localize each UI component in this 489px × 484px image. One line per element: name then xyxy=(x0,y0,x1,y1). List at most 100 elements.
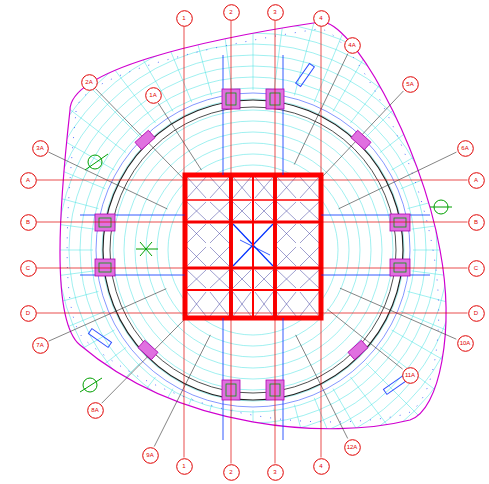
axis-bubble: 10A xyxy=(457,335,474,352)
axis-bubble: 7A xyxy=(32,337,49,354)
radial-axis xyxy=(102,318,187,404)
core-cross xyxy=(210,270,229,288)
hatch-rib xyxy=(23,347,126,426)
edge-dots xyxy=(67,29,439,422)
blue-beams xyxy=(80,55,430,440)
core-cross xyxy=(187,202,206,220)
slab-edge xyxy=(60,22,446,429)
axis-bubble: C xyxy=(20,260,37,277)
hatch-rib xyxy=(253,0,254,90)
axis-bubble: 1 xyxy=(176,458,193,475)
bubble-circle xyxy=(402,76,418,92)
core-cross xyxy=(255,202,273,220)
axis-label: 1 xyxy=(176,458,193,475)
axis-bubble: 3 xyxy=(267,4,284,21)
grid-axis-line xyxy=(37,222,468,223)
hatch-rib xyxy=(380,347,483,426)
hatch-rib xyxy=(108,0,173,111)
axis-bubble: 2 xyxy=(223,464,240,481)
grid-axis-line xyxy=(37,180,468,181)
axis-bubble: 4A xyxy=(344,37,361,54)
hatch-rib xyxy=(0,139,105,189)
hatch-arc xyxy=(14,11,489,484)
hatch-rib xyxy=(350,20,429,123)
hatch-arc xyxy=(124,121,382,379)
axis-line xyxy=(37,180,468,181)
radial-axis xyxy=(154,335,210,447)
bubble-circle xyxy=(142,447,158,463)
axis-label: 2A xyxy=(81,74,98,91)
hatch-arc xyxy=(146,143,360,357)
core-cross xyxy=(187,270,206,288)
core-ground xyxy=(185,175,321,318)
core-cross xyxy=(233,292,251,316)
axis-bubble: 4 xyxy=(313,458,330,475)
radial-axis xyxy=(96,89,187,182)
axis-label: D xyxy=(20,305,37,322)
core-cross xyxy=(300,224,319,243)
axis-line xyxy=(37,313,468,314)
hatch-rib xyxy=(392,330,489,395)
core-cross xyxy=(210,247,229,266)
hatch-rib xyxy=(48,45,140,137)
core-cross xyxy=(210,224,229,243)
axis-bubble: 8A xyxy=(87,402,104,419)
axis-bubble: B xyxy=(20,214,37,231)
core-cross xyxy=(233,292,251,316)
axis-label: C xyxy=(468,260,485,277)
grid-axis-line xyxy=(231,21,232,464)
bubble-circle xyxy=(81,74,97,90)
hatch-arc xyxy=(25,22,481,478)
axis-label: 2 xyxy=(223,4,240,21)
core-cross xyxy=(300,224,319,243)
hatch-arc xyxy=(135,132,371,368)
core-cross xyxy=(187,202,206,220)
hatch-arc xyxy=(36,33,470,467)
grid-axis-line xyxy=(184,27,185,458)
core-cross xyxy=(300,202,319,220)
core-cross xyxy=(277,292,296,316)
axis-label: D xyxy=(468,305,485,322)
bubble-circle xyxy=(20,214,36,230)
hatch-arc xyxy=(113,110,393,390)
core-cross xyxy=(210,292,229,316)
axis-label: C xyxy=(20,260,37,277)
axis-line xyxy=(321,27,322,458)
bubble-circle xyxy=(457,335,473,351)
hatch-rib xyxy=(401,139,489,189)
column-cores xyxy=(99,93,406,396)
axis-label: A xyxy=(20,172,37,189)
radial-axis xyxy=(340,288,456,339)
axis-bubble: 3A xyxy=(32,140,49,157)
core-cross xyxy=(210,224,229,243)
core-cross xyxy=(300,292,319,316)
hatch-rib xyxy=(0,291,98,325)
ring-beams xyxy=(96,93,410,407)
core-walls xyxy=(185,175,321,318)
axis-bubble: D xyxy=(468,305,485,322)
bubble-circle xyxy=(468,172,484,188)
hatch-arc xyxy=(102,99,404,401)
core-cross xyxy=(277,202,296,220)
bubble-circle xyxy=(344,37,360,53)
axis-bubble: 12A xyxy=(344,439,361,456)
core-cross xyxy=(210,202,229,220)
hatch-rib xyxy=(2,105,115,170)
axis-label: A xyxy=(468,172,485,189)
radial-axis xyxy=(318,91,403,181)
axis-label: 3 xyxy=(267,464,284,481)
core-cross xyxy=(210,247,229,266)
grid-axis-line xyxy=(321,27,322,458)
axis-bubble: A xyxy=(468,172,485,189)
axis-bubble: C xyxy=(468,260,485,277)
axis-label: B xyxy=(20,214,37,231)
axis-line xyxy=(37,268,468,269)
bubble-circle xyxy=(32,337,48,353)
core-cross xyxy=(187,247,206,266)
radial-axis xyxy=(327,309,402,369)
axis-bubble: 1 xyxy=(176,10,193,27)
columns xyxy=(95,89,410,400)
bubble-circle xyxy=(176,458,192,474)
